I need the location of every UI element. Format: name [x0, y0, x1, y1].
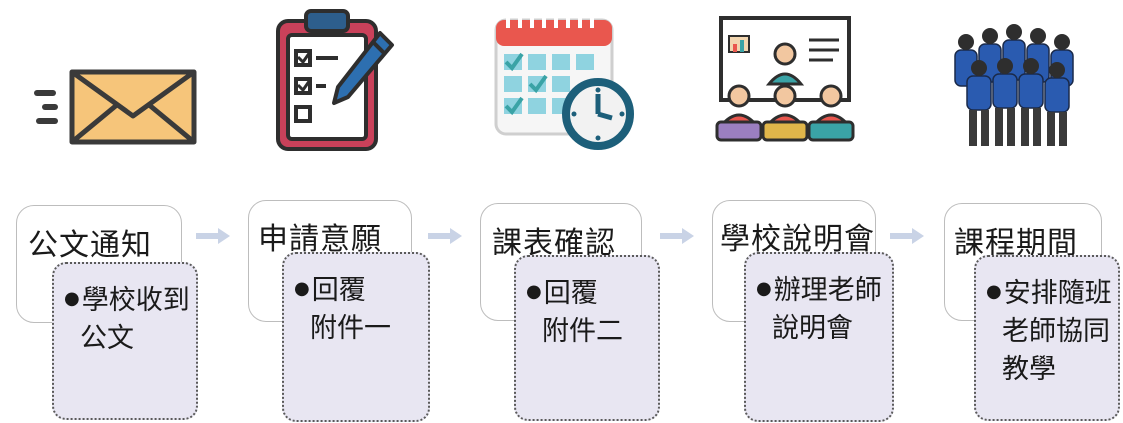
- flow-arrow-icon: [660, 228, 694, 244]
- detail-line: 附件二: [542, 316, 623, 347]
- step-title-4: 學校說明會: [720, 222, 875, 257]
- students-group-icon: [954, 24, 1074, 146]
- flow-arrow-icon: [428, 228, 462, 244]
- step-detail-1: ●學校收到 公文: [52, 262, 198, 420]
- presentation-meeting-icon: [715, 16, 855, 142]
- step-detail-3: ●回覆 附件二: [514, 255, 660, 421]
- detail-line: ●辦理老師: [756, 275, 882, 306]
- flow-arrow-icon: [890, 228, 924, 244]
- step-title-2: 申請意願: [258, 222, 382, 257]
- envelope-icon: [34, 69, 197, 145]
- step-detail-5: ●安排隨班 老師協同 教學: [974, 255, 1120, 421]
- calendar-clock-icon: [494, 16, 634, 150]
- flow-arrow-icon: [196, 228, 230, 244]
- clipboard-checklist-icon: [276, 9, 394, 151]
- detail-line: ●學校收到: [64, 285, 190, 316]
- detail-line: 說明會: [772, 313, 853, 344]
- detail-line: 附件一: [310, 313, 391, 344]
- detail-line: ●回覆: [294, 275, 366, 306]
- detail-line: ●回覆: [526, 278, 598, 309]
- step-detail-4: ●辦理老師 說明會: [744, 252, 894, 422]
- detail-line: 老師協同: [1002, 316, 1110, 347]
- detail-line: 教學: [1002, 354, 1056, 385]
- detail-line: ●安排隨班: [986, 278, 1112, 309]
- step-title-1: 公文通知: [28, 228, 152, 263]
- step-detail-2: ●回覆 附件一: [282, 252, 430, 422]
- detail-line: 公文: [80, 323, 134, 354]
